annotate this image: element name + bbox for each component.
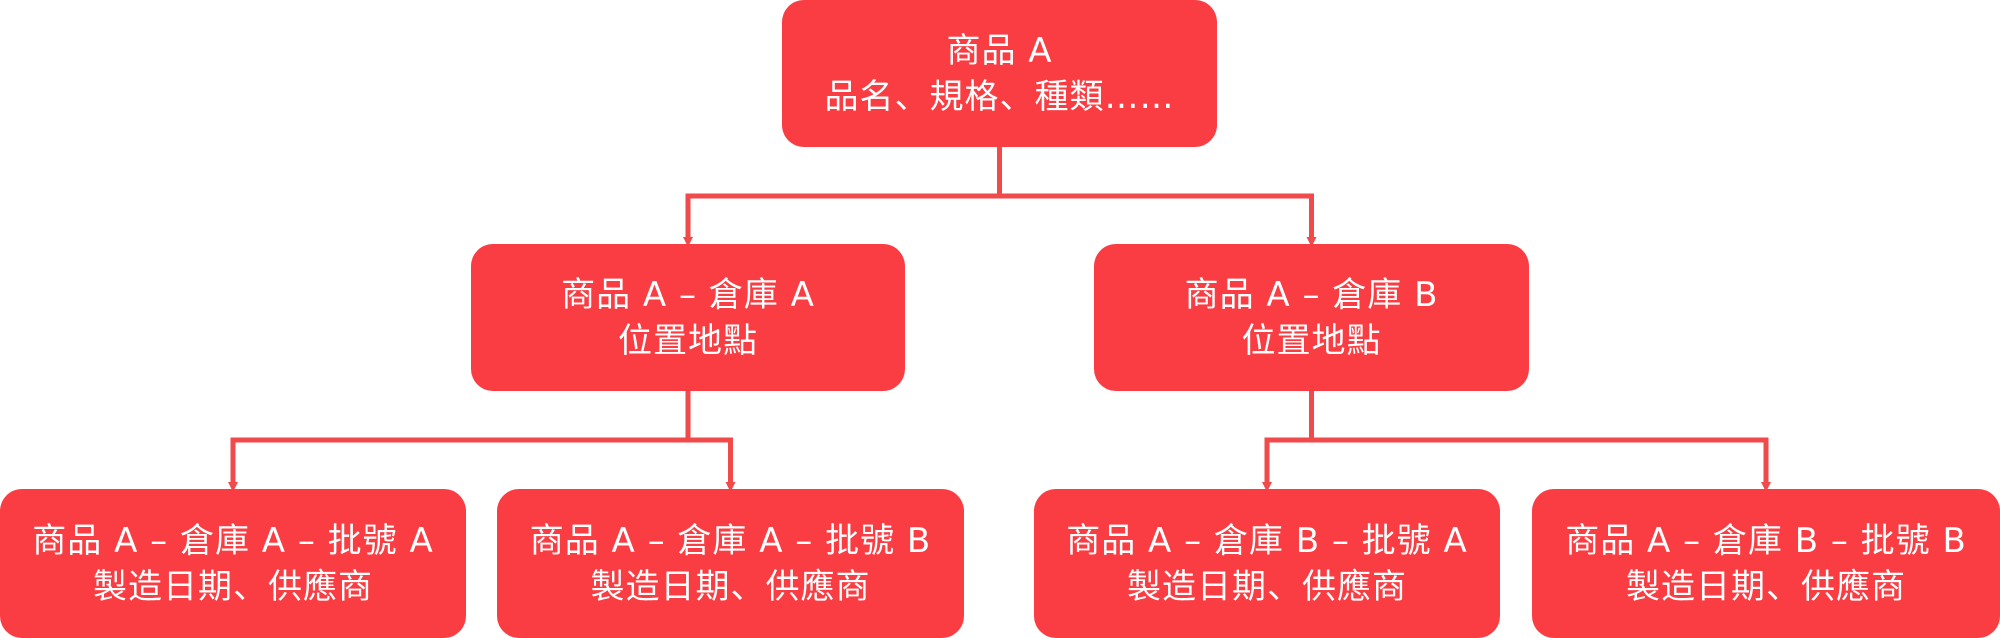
node-title: 商品 A – 倉庫 A – 批號 A [32,520,434,561]
node-subtitle: 製造日期、供應商 [590,566,871,607]
node-subtitle: 品名、規格、種類…… [824,76,1175,117]
warehouse-b-node: 商品 A – 倉庫 B 位置地點 [1094,244,1529,391]
edge-group [228,147,1771,492]
connector-warehouse_a-to-warehouse_a_batch_a [228,391,691,492]
node-subtitle: 製造日期、供應商 [93,566,373,607]
root-product-node: 商品 A 品名、規格、種類…… [782,0,1217,147]
node-subtitle: 製造日期、供應商 [1127,566,1407,607]
node-subtitle: 位置地點 [618,320,758,361]
warehouse-a-node: 商品 A – 倉庫 A 位置地點 [471,244,905,391]
node-title: 商品 A – 倉庫 A [561,274,815,315]
connector-warehouse_a-to-warehouse_a_batch_b [685,391,736,492]
warehouse-a-batch-a-node: 商品 A – 倉庫 A – 批號 A 製造日期、供應商 [0,489,466,638]
node-title: 商品 A – 倉庫 A – 批號 B [529,520,932,561]
warehouse-b-batch-b-node: 商品 A – 倉庫 B – 批號 B 製造日期、供應商 [1532,489,2000,638]
connector-root-to-warehouse_b [997,147,1317,247]
node-title: 商品 A [946,30,1053,71]
connector-root-to-warehouse_a [683,147,1002,247]
node-subtitle: 位置地點 [1241,320,1382,361]
node-title: 商品 A – 倉庫 B [1184,274,1439,315]
connector-warehouse_b-to-warehouse_b_batch_a [1262,391,1314,492]
node-subtitle: 製造日期、供應商 [1626,566,1906,607]
node-title: 商品 A – 倉庫 B – 批號 B [1565,520,1967,561]
warehouse-a-batch-b-node: 商品 A – 倉庫 A – 批號 B 製造日期、供應商 [497,489,964,638]
warehouse-b-batch-a-node: 商品 A – 倉庫 B – 批號 A 製造日期、供應商 [1034,489,1500,638]
node-title: 商品 A – 倉庫 B – 批號 A [1066,520,1468,561]
connector-warehouse_b-to-warehouse_b_batch_b [1309,391,1771,492]
